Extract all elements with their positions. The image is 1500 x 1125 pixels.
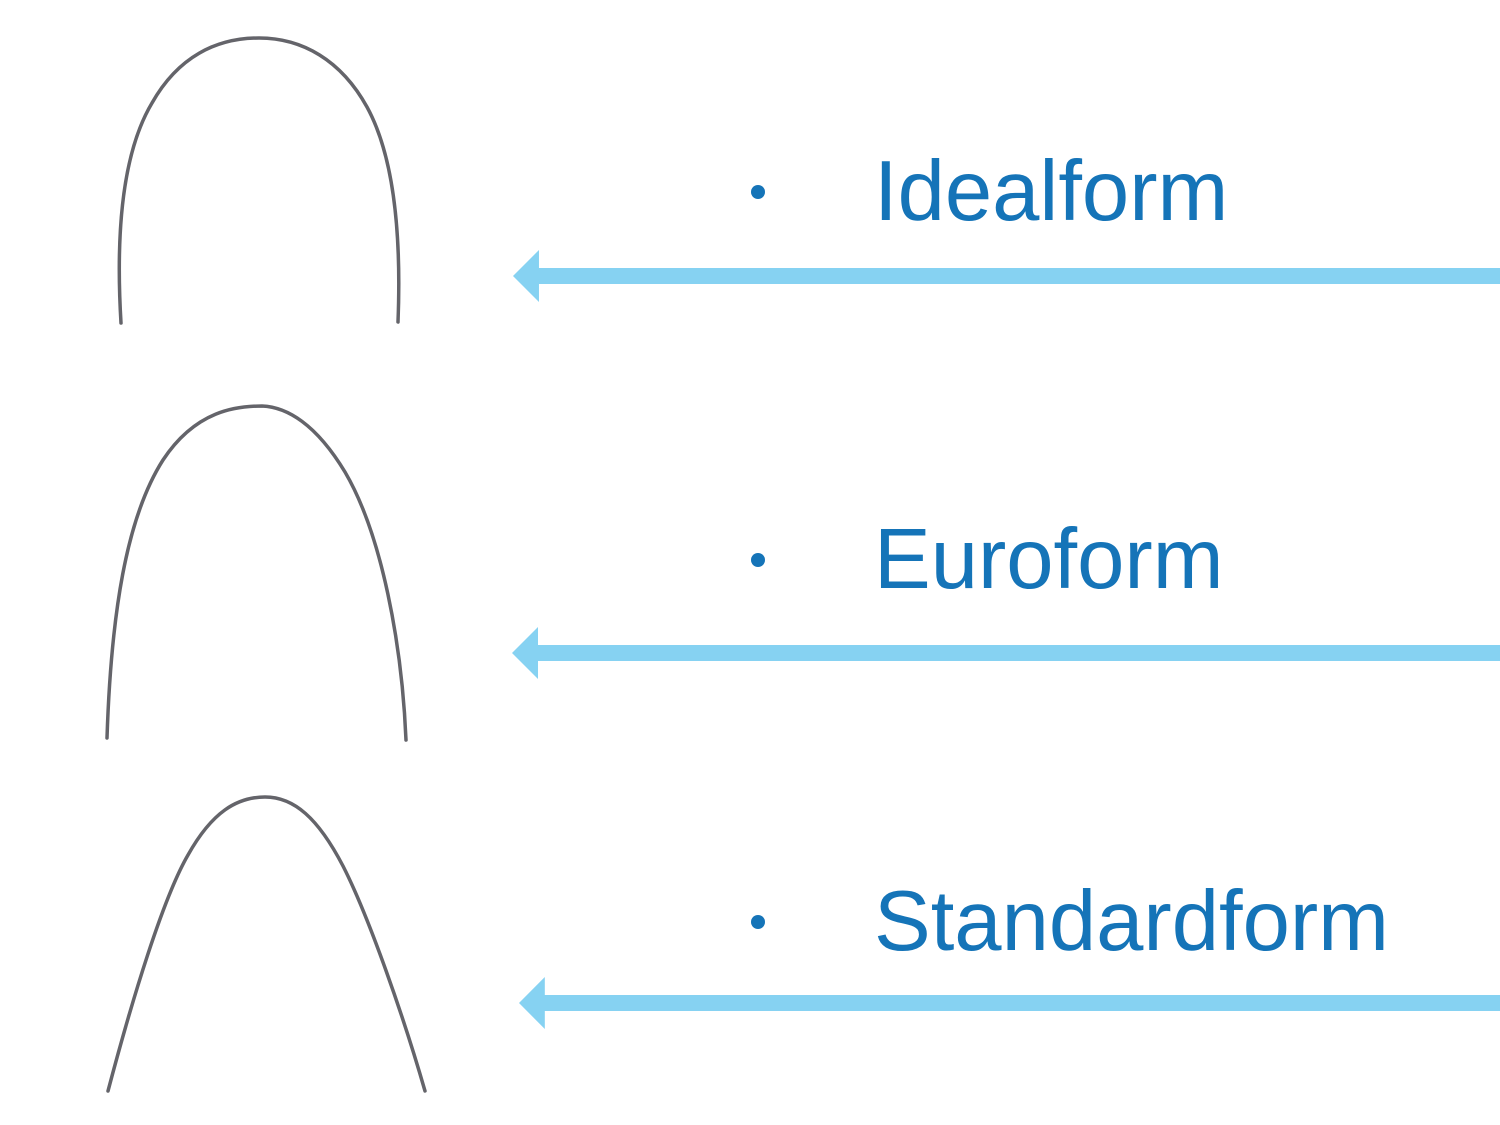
arch-label-euroform: Euroform	[874, 512, 1224, 607]
standardform-archwire-image	[106, 795, 427, 1093]
arch-label-standardform: Standardform	[874, 874, 1389, 969]
list-item-idealform: Idealform	[751, 142, 1228, 242]
left-arrow-icon	[519, 977, 1500, 1029]
idealform-archwire-image	[117, 36, 401, 325]
left-arrow-icon	[512, 627, 1500, 679]
euroform-archwire-image	[105, 404, 408, 742]
arch-label-idealform: Idealform	[874, 144, 1229, 239]
list-item-standardform: Standardform	[751, 872, 1389, 972]
left-arrow-icon	[513, 250, 1500, 302]
list-item-euroform: Euroform	[751, 510, 1224, 610]
bullet-dot-icon	[751, 553, 765, 567]
bullet-dot-icon	[751, 915, 765, 929]
bullet-dot-icon	[751, 185, 765, 199]
